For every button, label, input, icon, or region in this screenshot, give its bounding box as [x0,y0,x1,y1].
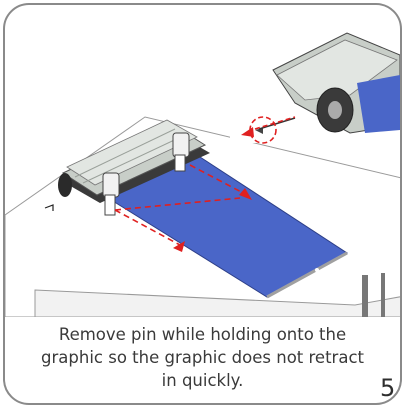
retractor-cassette [44,119,210,216]
instruction-card: Remove pin while holding onto the graphi… [3,3,402,405]
bottom-rail [266,251,348,299]
rail-hole [315,268,319,272]
release-pin-icon [241,116,296,144]
assembly-illustration [5,25,400,317]
table-edge [34,289,400,317]
zoom-inset-icon [230,25,400,143]
pull-arrow-icon [114,164,252,252]
step-number: 5 [380,374,396,402]
instruction-caption: Remove pin while holding onto the graphi… [41,325,364,390]
